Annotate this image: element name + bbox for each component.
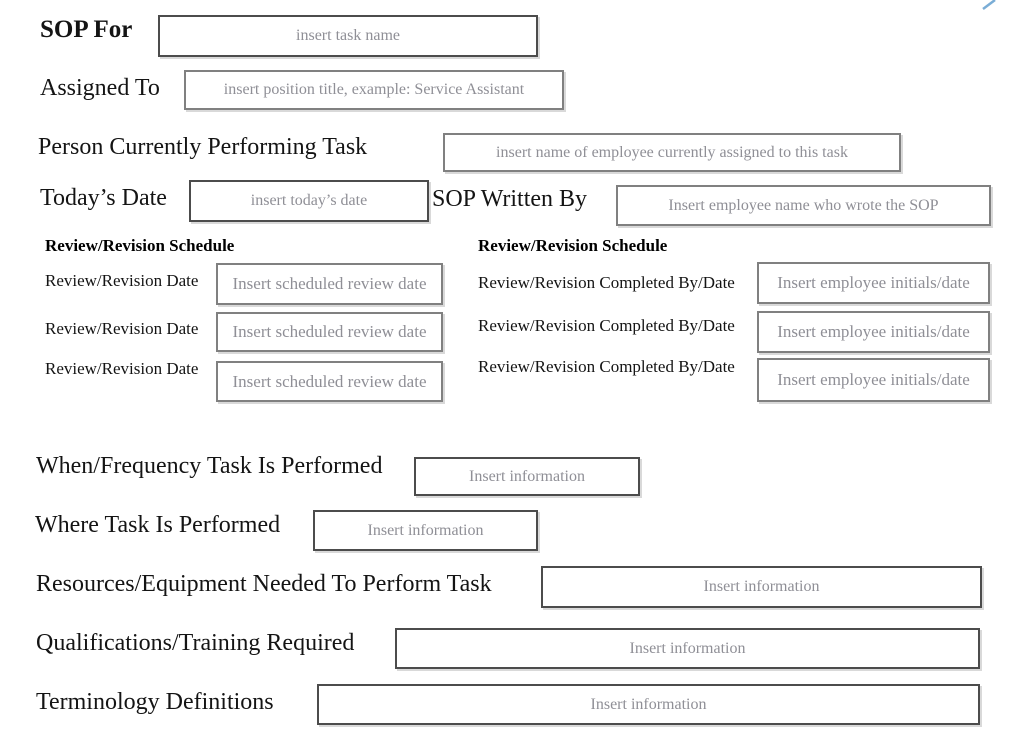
assigned-to-input[interactable] bbox=[184, 70, 564, 110]
review-completed-label-1: Review/Revision Completed By/Date bbox=[478, 273, 735, 292]
review-date-input-1[interactable] bbox=[216, 263, 443, 305]
review-schedule-header-left: Review/Revision Schedule bbox=[45, 236, 235, 255]
person-performing-input[interactable] bbox=[443, 133, 901, 172]
review-schedule-header-right: Review/Revision Schedule bbox=[478, 236, 668, 255]
where-performed-input[interactable] bbox=[313, 510, 538, 551]
review-date-label-2: Review/Revision Date bbox=[45, 319, 199, 338]
terminology-label: Terminology Definitions bbox=[36, 689, 274, 715]
qualifications-label: Qualifications/Training Required bbox=[36, 630, 355, 656]
person-performing-label: Person Currently Performing Task bbox=[38, 134, 368, 160]
review-completed-input-3[interactable] bbox=[757, 358, 990, 402]
review-date-input-3[interactable] bbox=[216, 361, 443, 402]
resources-input[interactable] bbox=[541, 566, 982, 608]
review-date-label-1: Review/Revision Date bbox=[45, 271, 199, 290]
where-performed-label: Where Task Is Performed bbox=[35, 512, 281, 538]
blue-diagonal-mark-line bbox=[982, 0, 996, 10]
review-completed-label-3: Review/Revision Completed By/Date bbox=[478, 357, 735, 376]
todays-date-label: Today’s Date bbox=[40, 185, 167, 211]
review-completed-input-1[interactable] bbox=[757, 262, 990, 304]
when-frequency-label: When/Frequency Task Is Performed bbox=[36, 453, 383, 479]
review-completed-input-2[interactable] bbox=[757, 311, 990, 353]
sop-written-by-label: SOP Written By bbox=[432, 186, 588, 212]
assigned-to-label: Assigned To bbox=[40, 75, 160, 101]
review-date-label-3: Review/Revision Date bbox=[45, 359, 199, 378]
when-frequency-input[interactable] bbox=[414, 457, 640, 496]
blue-diagonal-mark-icon bbox=[982, 0, 996, 10]
qualifications-input[interactable] bbox=[395, 628, 980, 669]
sop-for-label: SOP For bbox=[40, 16, 133, 43]
review-completed-label-2: Review/Revision Completed By/Date bbox=[478, 316, 735, 335]
sop-for-input[interactable] bbox=[158, 15, 538, 57]
todays-date-input[interactable] bbox=[189, 180, 429, 222]
resources-label: Resources/Equipment Needed To Perform Ta… bbox=[36, 571, 492, 597]
terminology-input[interactable] bbox=[317, 684, 980, 725]
review-date-input-2[interactable] bbox=[216, 312, 443, 352]
sop-written-by-input[interactable] bbox=[616, 185, 991, 226]
